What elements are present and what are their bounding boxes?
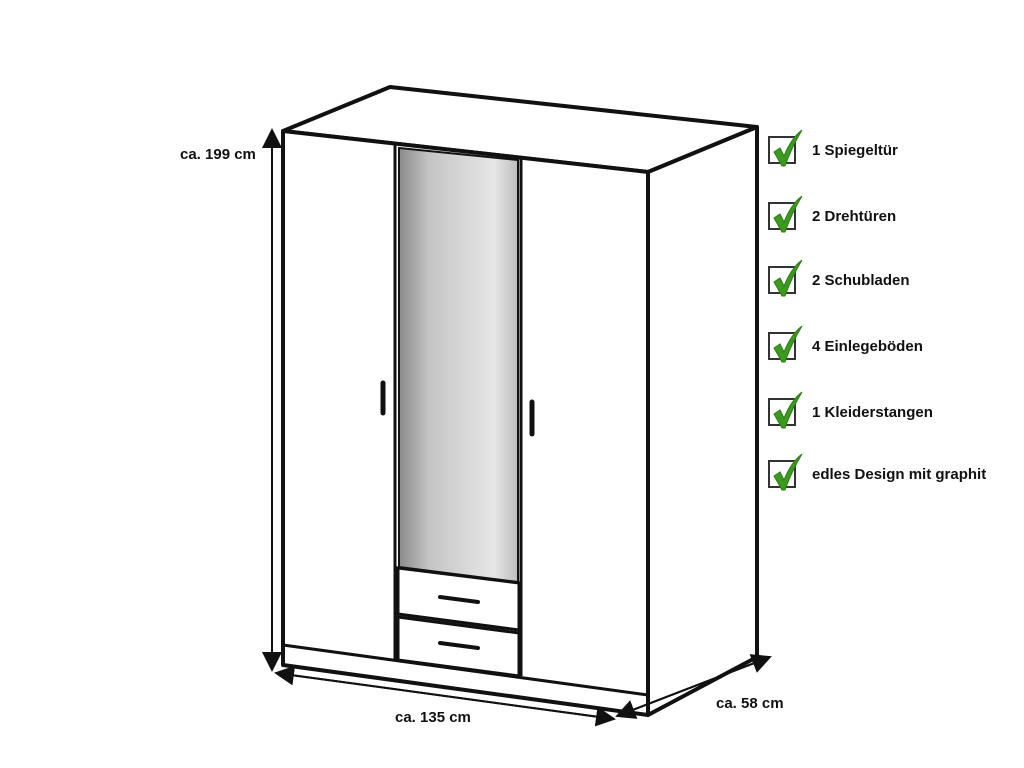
checkbox-icon [768, 391, 803, 429]
checkmark-icon [773, 453, 803, 491]
checkmark-icon [773, 391, 803, 429]
feature-item: 2 Schubladen [768, 259, 910, 297]
feature-label: 4 Einlegeböden [812, 337, 923, 355]
checkmark-icon [773, 129, 803, 167]
checkbox-icon [768, 129, 803, 167]
width-label: ca. 135 cm [395, 709, 471, 726]
checkbox-icon [768, 325, 803, 363]
feature-label: 2 Drehtüren [812, 207, 897, 225]
feature-item: edles Design mit graphit [768, 453, 987, 491]
drawer-handle-bottom [438, 641, 480, 650]
mirror [398, 146, 519, 584]
checkbox-icon [768, 195, 803, 233]
feature-label: edles Design mit graphit [812, 465, 987, 483]
feature-item: 1 Spiegeltür [768, 129, 898, 167]
drawer-top [396, 566, 521, 632]
feature-label: 2 Schubladen [812, 271, 910, 289]
height-label: ca. 199 cm [180, 146, 256, 163]
feature-item: 4 Einlegeböden [768, 325, 923, 363]
checkbox-icon [768, 453, 803, 491]
drawer-bottom [396, 615, 521, 678]
depth-label: ca. 58 cm [716, 695, 784, 712]
feature-label: 1 Spiegeltür [812, 141, 898, 159]
feature-item: 1 Kleiderstangen [768, 391, 933, 429]
checkmark-icon [773, 259, 803, 297]
wardrobe-side [646, 125, 759, 717]
checkbox-icon [768, 259, 803, 297]
checkmark-icon [773, 325, 803, 363]
feature-item: 2 Drehtüren [768, 195, 897, 233]
drawer-handle-top [438, 595, 480, 604]
checkmark-icon [773, 195, 803, 233]
feature-label: 1 Kleiderstangen [812, 403, 933, 421]
